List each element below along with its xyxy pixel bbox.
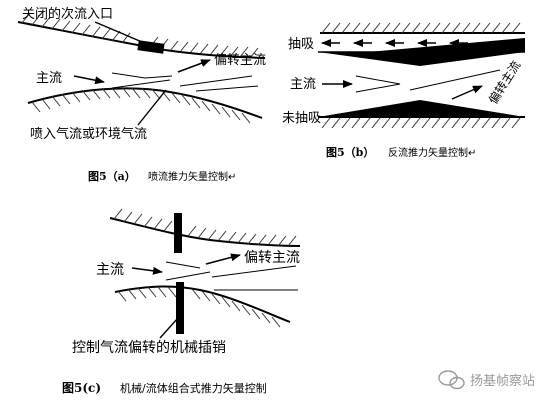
deflected-flow-arrow-b xyxy=(451,85,483,100)
deflected-flow-label: 偏转主流 xyxy=(214,53,266,68)
panel-c: 主流 偏转主流 控制气流偏转的机械插销 图5(c) 机械/流体组合式推力矢量控制 xyxy=(62,208,301,395)
deflected-streamline xyxy=(179,75,253,87)
flow-line-upper xyxy=(111,72,173,79)
caption-c-id: 图5(c) xyxy=(62,381,101,395)
closed-inlet-label: 关闭的次流入口 xyxy=(22,6,113,22)
watermark: 扬基帧察站 xyxy=(438,370,535,390)
main-flow-label-c: 主流 xyxy=(96,262,124,278)
caption-a-text: 喷流推力矢量控制↵ xyxy=(148,170,236,183)
watermark-text: 扬基帧察站 xyxy=(470,374,535,389)
deflected-streamline-b xyxy=(409,69,501,91)
main-flow-arrow-c xyxy=(131,266,163,275)
caption-a-id: 图5（a） xyxy=(88,170,136,183)
deflected-streamline-c xyxy=(211,265,297,278)
deflected-flow-label-c: 偏转主流 xyxy=(244,250,300,266)
injected-flow-leader xyxy=(137,89,167,126)
flow-line-b xyxy=(355,75,401,93)
lower-nozzle-wall xyxy=(27,86,263,124)
pin-leader xyxy=(159,317,179,339)
pin-label: 控制气流偏转的机械插销 xyxy=(72,340,226,356)
flow-line-lower xyxy=(111,79,171,89)
main-flow-label: 主流 xyxy=(36,71,62,86)
closed-inlet-block xyxy=(137,40,165,54)
deflected-streamline-2 xyxy=(195,85,259,92)
suction-label: 抽吸 xyxy=(288,37,314,52)
mechanical-pin-upper xyxy=(174,213,182,253)
no-suction-label: 未抽吸 xyxy=(282,111,321,126)
flow-line-c-lower xyxy=(165,271,211,281)
caption-b-id: 图5（b） xyxy=(326,146,374,159)
main-flow-arrow xyxy=(73,75,105,85)
injected-flow-label: 喷入气流或环境气流 xyxy=(30,126,147,142)
upper-nozzle-wall-c xyxy=(109,208,301,247)
deflected-flow-label-b: 偏转主流 xyxy=(485,58,523,107)
lower-wall-hatch-b xyxy=(321,117,521,129)
lower-nozzle-wall-c xyxy=(114,285,291,328)
mechanical-pin-lower xyxy=(176,282,184,334)
caption-b-text: 反流推力矢量控制↵ xyxy=(388,146,476,159)
closed-inlet-leader xyxy=(94,21,143,43)
upper-wall-b xyxy=(320,22,525,34)
lower-nozzle-wedge xyxy=(318,100,525,117)
panel-a: 关闭的次流入口 主流 偏转主流 xyxy=(17,6,266,183)
panel-b: 抽吸 主流 偏转主流 未抽吸 图5（b） 反流推力矢量控制↵ xyxy=(282,22,525,159)
main-flow-label-b: 主流 xyxy=(290,77,316,92)
flow-line-c-upper xyxy=(165,261,201,269)
deflected-flow-arrow xyxy=(177,59,211,73)
deflected-flow-arrow-c xyxy=(205,253,241,265)
caption-c-text: 机械/流体组合式推力矢量控制 xyxy=(120,381,267,395)
wechat-icon xyxy=(438,370,465,390)
